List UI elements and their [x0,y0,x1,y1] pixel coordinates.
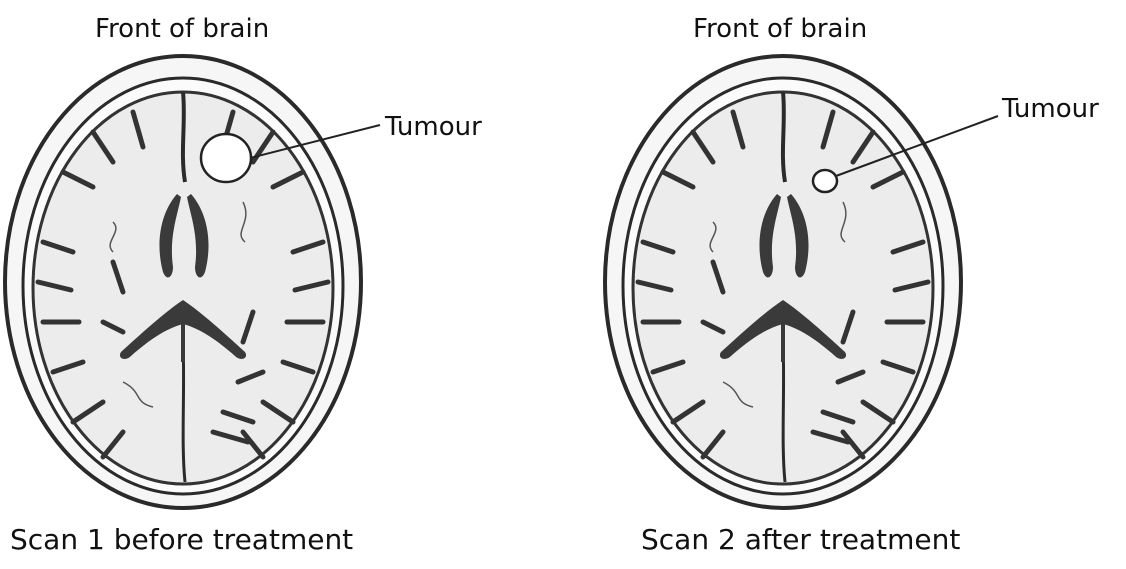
scan-1-tumour-marker [201,134,251,182]
scan-1-heading: Front of brain [95,16,269,42]
scan-2-brain [605,56,961,508]
scan-2-heading: Front of brain [693,16,867,42]
scan-1-brain [5,56,361,508]
scan-1-caption: Scan 1 before treatment [10,526,353,554]
scan-1-tumour-label: Tumour [385,114,482,140]
scan-2-tumour-label: Tumour [1002,96,1099,122]
scan-2-caption: Scan 2 after treatment [641,526,960,554]
scan-2-tumour-marker [813,170,837,192]
